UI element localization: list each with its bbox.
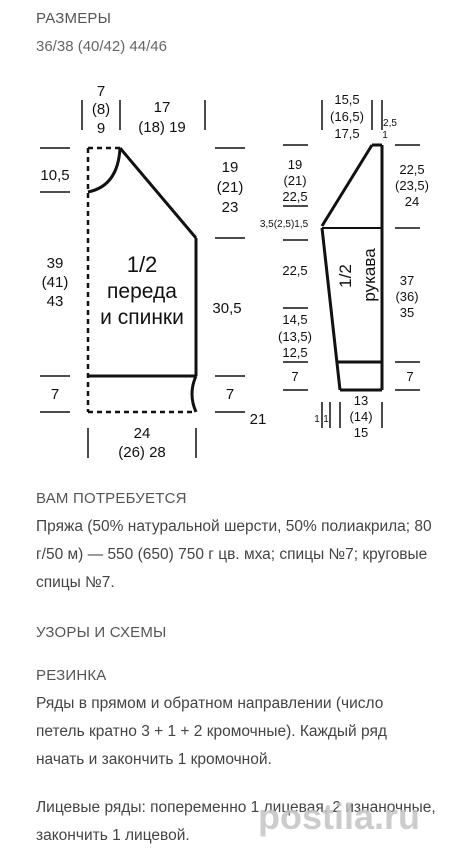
- sleeve-left-small: 3,5(2,5)1,5: [260, 219, 309, 230]
- body-title-1: 1/2: [127, 252, 158, 277]
- schematic-diagram: 1/2 переда и спинки 7 (8) 9 17 (18) 19 1…: [40, 83, 429, 461]
- body-bottom-width-1: 24: [134, 425, 151, 442]
- sizes-values: 36/38 (40/42) 44/46: [36, 38, 167, 55]
- sleeve-top-1: 15,5: [334, 92, 359, 107]
- body-right-side: 30,5: [212, 300, 241, 317]
- sleeve-piece-outline: [320, 143, 384, 392]
- materials-text: Пряжа (50% натуральной шерсти, 50% полиа…: [36, 518, 432, 591]
- sleeve-top-small: 2,5: [383, 118, 397, 129]
- sleeve-labels: 1/2 рукава 15,5 (16,5) 17,5 2,5 1 19 (21…: [260, 92, 429, 440]
- body-left-height-3: 43: [47, 293, 64, 310]
- rib-text: Ряды в прямом и обратном направлении (чи…: [36, 695, 387, 768]
- body-left-height-2: (41): [42, 274, 69, 291]
- sleeve-title-1: 1/2: [336, 264, 355, 288]
- sizes-heading: РАЗМЕРЫ: [36, 10, 112, 27]
- patterns-heading: УЗОРЫ И СХЕМЫ: [36, 624, 167, 641]
- watermark: postila.ru: [258, 796, 421, 837]
- body-top-left-3: 9: [97, 120, 105, 137]
- body-top-left-1: 7: [97, 83, 105, 100]
- sleeve-bottom-small-2: 1: [323, 414, 329, 425]
- rib-text-2: Лицевые ряды: попеременно 1 лицевая, 2 и…: [36, 799, 436, 844]
- body-top-left-2: (8): [92, 101, 110, 118]
- body-right-armhole-3: 23: [222, 199, 239, 216]
- sleeve-right-upper-1: 22,5: [399, 162, 424, 177]
- sleeve-left-upper-3: 22,5: [282, 189, 307, 204]
- body-top-right-1: 17: [154, 99, 171, 116]
- sleeve-right-upper-2: (23,5): [395, 178, 429, 193]
- materials-heading: ВАМ ПОТРЕБУЕТСЯ: [36, 490, 187, 507]
- body-dimension-ticks: [40, 100, 245, 458]
- sleeve-left-mid: 22,5: [282, 263, 307, 278]
- body-top-right-2: (18) 19: [138, 119, 186, 136]
- sleeve-left-rib: 7: [291, 369, 298, 384]
- body-title-2: переда: [107, 280, 177, 303]
- sleeve-bottom-small: 1: [314, 414, 320, 425]
- sleeve-bottom-1: 13: [354, 393, 368, 408]
- sleeve-left-lower-1: 14,5: [282, 312, 307, 327]
- body-right-armhole-2: (21): [217, 179, 244, 196]
- sleeve-bottom-2: (14): [349, 409, 372, 424]
- body-right-armhole-1: 19: [222, 159, 239, 176]
- body-piece-outline: [86, 146, 198, 414]
- body-left-rib: 7: [51, 386, 59, 403]
- body-left-neck: 10,5: [40, 167, 69, 184]
- rib-heading: РЕЗИНКА: [36, 667, 107, 684]
- sleeve-right-lower-2: (36): [395, 289, 418, 304]
- sleeve-left-lower-3: 12,5: [282, 345, 307, 360]
- sleeve-bottom-3: 15: [354, 425, 368, 440]
- sleeve-left-lower-2: (13,5): [278, 329, 312, 344]
- body-left-height-1: 39: [47, 255, 64, 272]
- sleeve-right-upper-3: 24: [405, 194, 419, 209]
- sleeve-title-2: рукава: [360, 248, 379, 302]
- sleeve-top-3: 17,5: [334, 126, 359, 141]
- body-bottom-width-2: (26) 28: [118, 444, 166, 461]
- sleeve-left-upper-1: 19: [288, 157, 302, 172]
- sleeve-top-2: (16,5): [330, 109, 364, 124]
- body-labels: 1/2 переда и спинки 7 (8) 9 17 (18) 19 1…: [40, 83, 266, 461]
- sleeve-right-lower-1: 37: [400, 273, 414, 288]
- sleeve-right-lower-3: 35: [400, 305, 414, 320]
- sleeve-right-rib: 7: [406, 369, 413, 384]
- body-title-3: и спинки: [100, 306, 184, 329]
- sleeve-left-upper-2: (21): [283, 173, 306, 188]
- body-right-extra: 21: [250, 411, 267, 428]
- body-right-rib: 7: [226, 386, 234, 403]
- sleeve-dimension-ticks: [283, 100, 420, 428]
- sleeve-top-small-2: 1: [382, 130, 388, 141]
